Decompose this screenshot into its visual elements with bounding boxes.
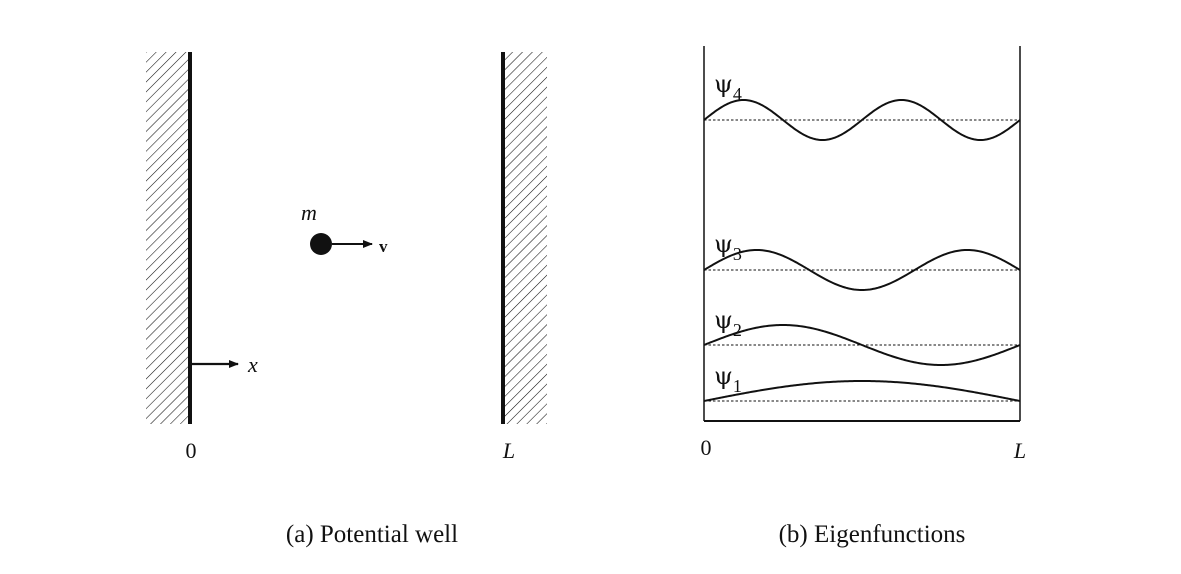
panel-b-caption: (b) Eigenfunctions xyxy=(779,521,966,548)
psi2-curve xyxy=(703,323,1021,367)
particle xyxy=(310,233,332,255)
panel-a-caption: (a) Potential well xyxy=(286,521,458,548)
box-width-label: L xyxy=(1013,438,1026,463)
psi3-label: ψ3 xyxy=(714,230,742,264)
psi1-label: ψ1 xyxy=(714,362,742,396)
left-wall-hatching xyxy=(146,52,190,424)
eigenfunction-curves: ψ1 ψ2 ψ3 ψ4 xyxy=(703,70,1021,402)
x-axis-label: x xyxy=(247,352,258,377)
panel-b: ψ1 ψ2 ψ3 ψ4 0 L (b) Eigenfunctions xyxy=(701,46,1026,548)
psi4-label: ψ4 xyxy=(714,70,742,104)
psi2-label: ψ2 xyxy=(714,306,742,340)
psi3-curve xyxy=(703,248,1021,292)
left-wall-position-label: 0 xyxy=(186,438,197,463)
right-wall-hatching xyxy=(503,52,547,424)
velocity-label: v xyxy=(379,237,388,256)
mass-label: m xyxy=(301,200,317,225)
psi4-curve xyxy=(703,98,1021,142)
right-wall-position-label: L xyxy=(502,438,515,463)
panel-a: x m v 0 L (a) Potential well xyxy=(146,52,547,548)
box-origin-label: 0 xyxy=(701,435,712,460)
psi1-curve xyxy=(703,380,1021,402)
